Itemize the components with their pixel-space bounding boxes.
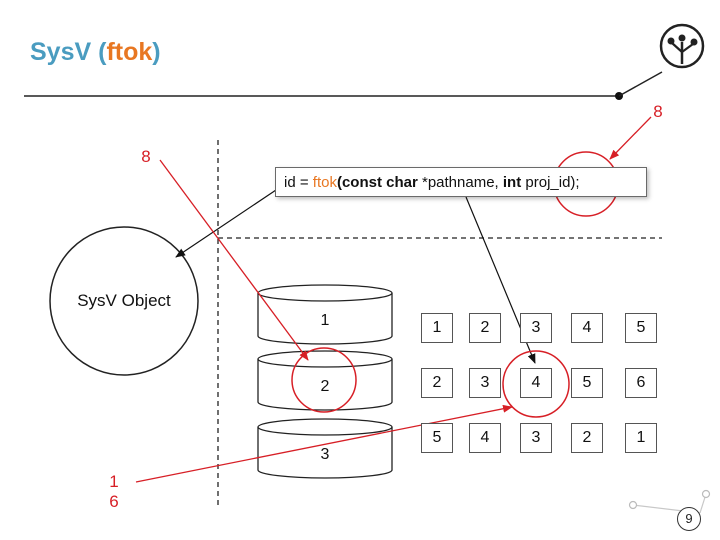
red-arrow-bottom-left (135, 404, 513, 483)
page-number: 9 (677, 507, 701, 531)
header-rule (24, 71, 663, 100)
sysv-object-label: SysV Object (77, 291, 171, 310)
grid-cell: 5 (625, 313, 657, 343)
grid-cell: 4 (571, 313, 603, 343)
grid-cell: 3 (520, 313, 552, 343)
grid-cell: 3 (520, 423, 552, 453)
cylinder-3 (257, 418, 393, 479)
grid-cell: 6 (625, 368, 657, 398)
arrow-code-to-object (175, 189, 277, 258)
cylinder-label-2: 2 (320, 378, 330, 395)
grid-cell: 4 (520, 368, 552, 398)
highlight-cylinder-2 (291, 347, 357, 413)
annotation-top-left: 8 (141, 147, 151, 166)
annotation-bottom-left: 1 6 (109, 472, 119, 511)
code-mid: *pathname, (417, 174, 503, 191)
title-accent: ftok (106, 38, 153, 66)
code-kw-const-char: const char (341, 174, 418, 191)
red-arrow-top-left (159, 159, 309, 361)
code-kw-int: int (502, 174, 522, 191)
code-suffix: proj_id); (521, 174, 580, 191)
title-close: ) (152, 38, 161, 66)
cylinder-1 (257, 284, 393, 345)
tree-branch-icon (659, 23, 705, 69)
highlight-grid-cell (502, 350, 570, 418)
sysv-object-circle (49, 226, 199, 376)
annotation-top-right: 8 (653, 102, 663, 121)
grid-cell: 2 (469, 313, 501, 343)
slide-title: SysV (ftok) (30, 38, 161, 67)
grid-cell: 1 (421, 313, 453, 343)
grid-cell: 4 (469, 423, 501, 453)
grid-cell: 5 (571, 368, 603, 398)
cylinder-2 (257, 350, 393, 411)
code-open: ( (336, 174, 342, 191)
grid-cell: 1 (625, 423, 657, 453)
code-prefix: id = (284, 174, 313, 191)
code-func: ftok (312, 174, 337, 191)
ftok-signature: id = ftok(const char *pathname, int proj… (275, 167, 647, 197)
grid-cell: 2 (571, 423, 603, 453)
red-arrow-top-right (609, 116, 652, 160)
cylinder-label-3: 3 (320, 446, 330, 463)
cylinder-label-1: 1 (320, 312, 330, 329)
grid-cell: 3 (469, 368, 501, 398)
grid-cell: 5 (421, 423, 453, 453)
grid-cell: 2 (421, 368, 453, 398)
title-main: SysV ( (30, 38, 107, 66)
